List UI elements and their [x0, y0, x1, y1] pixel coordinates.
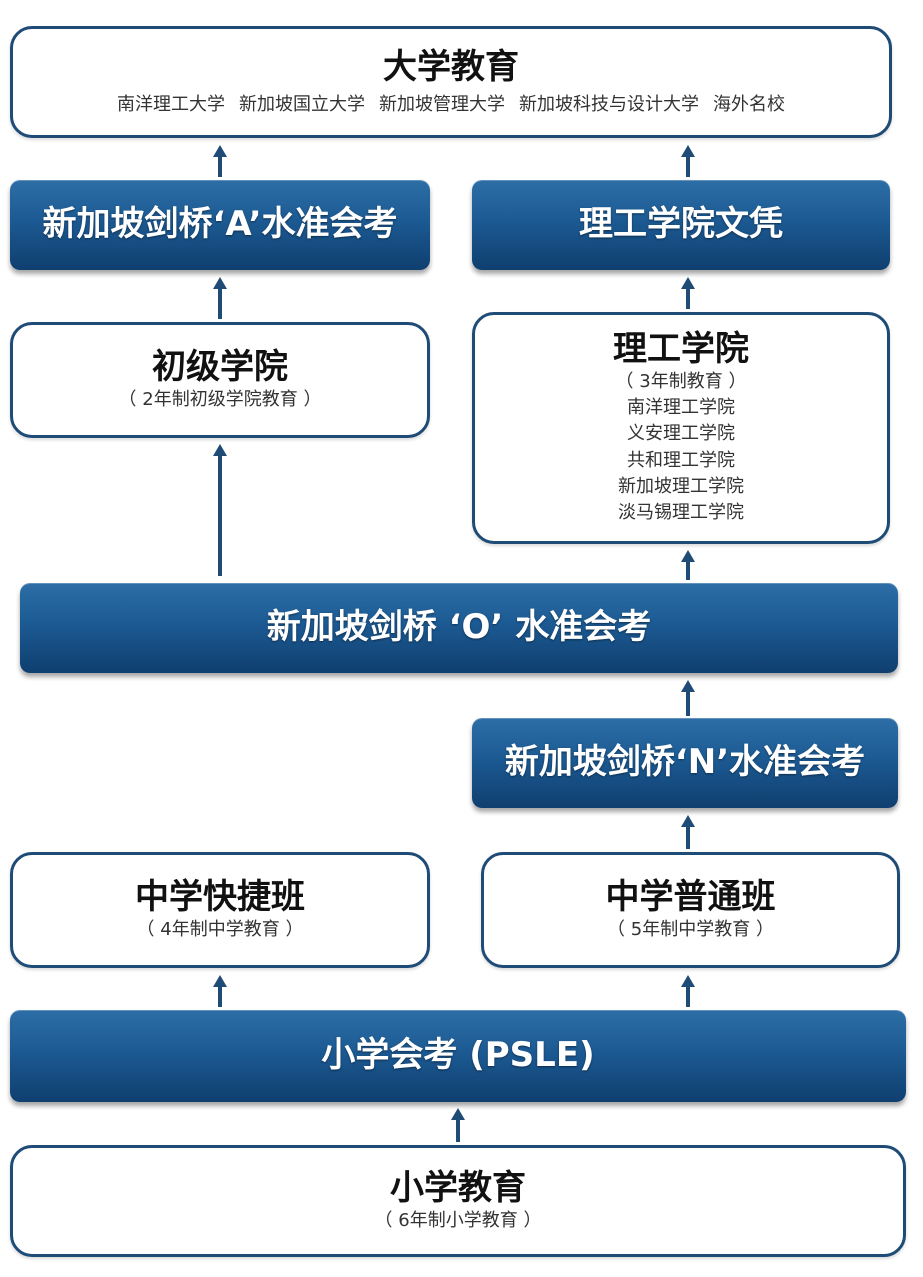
arrow-o-level-to-poly — [681, 550, 695, 580]
a-level-title: 新加坡剑桥‘A’水准会考 — [42, 204, 398, 245]
polytechnic-school: 南洋理工学院 — [627, 397, 735, 419]
express-stream-box: 中学快捷班 （ 4年制中学教育 ） — [10, 852, 430, 968]
junior-college-box: 初级学院 （ 2年制初级学院教育 ） — [10, 322, 430, 438]
poly-diploma-box: 理工学院文凭 — [472, 180, 890, 270]
arrow-jc-to-a-level — [213, 277, 227, 319]
arrow-psle-to-normal — [681, 975, 695, 1007]
n-level-exam-box: 新加坡剑桥‘N’水准会考 — [472, 718, 898, 808]
arrow-poly-to-diploma — [681, 277, 695, 309]
university-item: 新加坡国立大学 — [239, 93, 365, 115]
university-list: 南洋理工大学 新加坡国立大学 新加坡管理大学 新加坡科技与设计大学 海外名校 — [117, 90, 785, 116]
university-item: 海外名校 — [713, 93, 785, 115]
arrow-psle-to-express — [213, 975, 227, 1007]
polytechnic-box: 理工学院 （ 3年制教育 ） 南洋理工学院 义安理工学院 共和理工学院 新加坡理… — [472, 312, 890, 544]
arrow-normal-to-n-level — [681, 815, 695, 849]
university-title: 大学教育 — [383, 47, 519, 88]
normal-title: 中学普通班 — [605, 876, 776, 917]
university-item: 南洋理工大学 — [117, 93, 225, 115]
polytechnic-subtitle: （ 3年制教育 ） — [615, 371, 747, 393]
a-level-exam-box: 新加坡剑桥‘A’水准会考 — [10, 180, 430, 270]
polytechnic-school: 义安理工学院 — [627, 423, 735, 445]
poly-diploma-title: 理工学院文凭 — [579, 204, 783, 245]
arrow-a-level-to-university — [213, 145, 227, 177]
university-education-box: 大学教育 南洋理工大学 新加坡国立大学 新加坡管理大学 新加坡科技与设计大学 海… — [10, 26, 892, 138]
university-item: 新加坡科技与设计大学 — [519, 93, 699, 115]
arrow-primary-to-psle — [451, 1108, 465, 1142]
normal-subtitle: （ 5年制中学教育 ） — [607, 918, 774, 940]
arrow-n-level-to-o-level — [681, 680, 695, 716]
polytechnic-title: 理工学院 — [613, 329, 749, 370]
polytechnic-school: 新加坡理工学院 — [618, 475, 744, 497]
primary-education-box: 小学教育 （ 6年制小学教育 ） — [10, 1145, 906, 1257]
express-subtitle: （ 4年制中学教育 ） — [136, 918, 304, 940]
n-level-title: 新加坡剑桥‘N’水准会考 — [504, 742, 866, 783]
junior-college-subtitle: （ 2年制初级学院教育 ） — [118, 388, 322, 410]
normal-stream-box: 中学普通班 （ 5年制中学教育 ） — [481, 852, 900, 968]
junior-college-title: 初级学院 — [152, 346, 288, 387]
primary-title: 小学教育 — [390, 1167, 526, 1208]
o-level-title: 新加坡剑桥 ‘O’ 水准会考 — [266, 607, 652, 648]
polytechnic-school: 淡马锡理工学院 — [618, 501, 744, 523]
psle-exam-box: 小学会考 (PSLE) — [10, 1010, 906, 1102]
primary-subtitle: （ 6年制小学教育 ） — [374, 1209, 542, 1231]
psle-title: 小学会考 (PSLE) — [321, 1035, 595, 1076]
university-item: 新加坡管理大学 — [379, 93, 505, 115]
arrow-diploma-to-university — [681, 145, 695, 177]
arrow-o-level-to-jc — [213, 444, 227, 576]
express-title: 中学快捷班 — [135, 876, 305, 917]
o-level-exam-box: 新加坡剑桥 ‘O’ 水准会考 — [20, 583, 898, 673]
polytechnic-school: 共和理工学院 — [627, 449, 735, 471]
